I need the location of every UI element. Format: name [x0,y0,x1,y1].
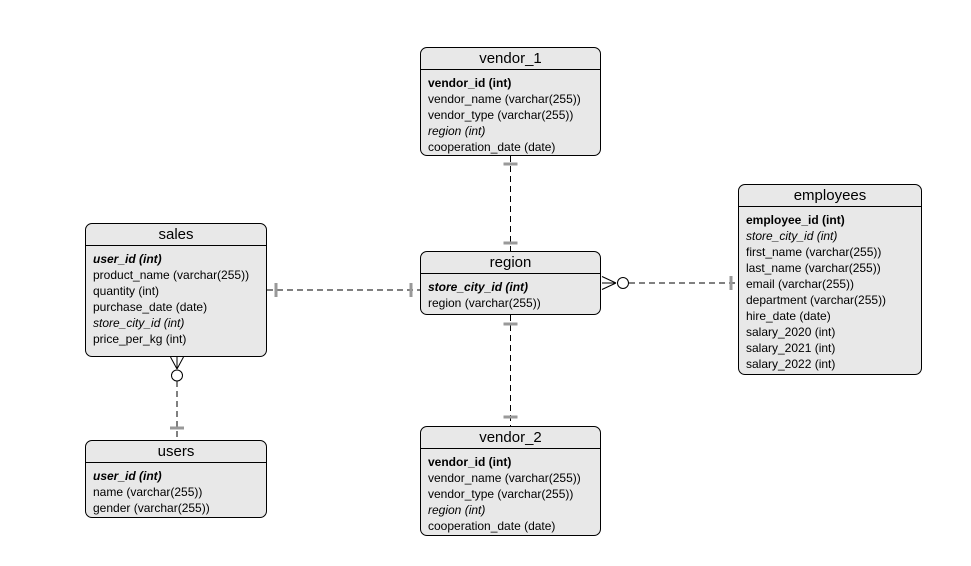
entity-fields: store_city_id (int) region (varchar(255)) [421,274,600,314]
entity-fields: vendor_id (int) vendor_name (varchar(255)… [421,70,600,155]
edge-vendor_1-region[interactable] [503,156,518,251]
field-vendor_2-4: cooperation_date (date) [428,519,556,533]
field-vendor_2-3: region (int) [428,503,486,517]
field-vendor_2-2: vendor_type (varchar(255)) [428,487,574,501]
entity-sales[interactable]: sales user_id (int) product_name (varchar… [85,223,267,357]
entity-users[interactable]: users user_id (int) name (varchar(255)) ge… [85,440,267,518]
crow-foot-many [170,356,184,370]
field-employees-3: last_name (varchar(255)) [746,261,881,275]
entity-employees[interactable]: employees employee_id (int) store_city_id… [738,184,922,375]
field-employees-7: salary_2020 (int) [746,325,836,339]
entity-vendor_2[interactable]: vendor_2 vendor_id (int) vendor_name (var… [420,426,601,536]
field-sales-1: product_name (varchar(255)) [93,268,250,282]
field-vendor_2-0: vendor_id (int) [428,455,512,469]
field-employees-2: first_name (varchar(255)) [746,245,882,259]
field-vendor_1-1: vendor_name (varchar(255)) [428,92,581,106]
field-sales-3: purchase_date (date) [93,300,208,314]
field-sales-5: price_per_kg (int) [93,332,187,346]
field-vendor_1-2: vendor_type (varchar(255)) [428,108,574,122]
field-employees-8: salary_2021 (int) [746,341,836,355]
entity-title: employees [739,185,921,207]
entity-title: vendor_1 [421,48,600,70]
field-region-1: region (varchar(255)) [428,296,541,310]
field-users-1: name (varchar(255)) [93,485,203,499]
field-users-0: user_id (int) [93,469,162,483]
field-vendor_1-3: region (int) [428,124,486,138]
crow-foot-many [601,276,617,290]
entity-title: region [421,252,600,274]
field-vendor_1-4: cooperation_date (date) [428,140,556,154]
edge-region-employees[interactable] [601,276,738,290]
entity-fields: user_id (int) product_name (varchar(255))… [86,246,266,351]
field-employees-4: email (varchar(255)) [746,277,855,291]
field-employees-1: store_city_id (int) [746,229,838,243]
field-sales-0: user_id (int) [93,252,162,266]
edge-sales-users[interactable] [170,356,184,440]
field-employees-0: employee_id (int) [746,213,845,227]
edge-region-vendor_2[interactable] [503,315,518,426]
field-employees-6: hire_date (date) [746,309,831,323]
field-vendor_2-1: vendor_name (varchar(255)) [428,471,581,485]
entity-fields: vendor_id (int) vendor_name (varchar(255)… [421,449,600,535]
entity-title: sales [86,224,266,246]
entity-vendor_1[interactable]: vendor_1 vendor_id (int) vendor_name (var… [420,47,601,156]
entity-title: users [86,441,266,463]
field-sales-4: store_city_id (int) [93,316,185,330]
zero-circle [617,277,629,289]
entity-fields: employee_id (int) store_city_id (int) firs… [739,207,921,374]
field-employees-9: salary_2022 (int) [746,357,836,371]
zero-circle [171,369,183,382]
field-vendor_1-0: vendor_id (int) [428,76,512,90]
field-users-2: gender (varchar(255)) [93,501,210,515]
entity-region[interactable]: region store_city_id (int) region (varcha… [420,251,601,315]
field-employees-5: department (varchar(255)) [746,293,887,307]
entity-title: vendor_2 [421,427,600,449]
edge-sales-region[interactable] [267,283,420,297]
field-sales-2: quantity (int) [93,284,160,298]
entity-fields: user_id (int) name (varchar(255)) gender (… [86,463,266,517]
field-region-0: store_city_id (int) [428,280,529,294]
